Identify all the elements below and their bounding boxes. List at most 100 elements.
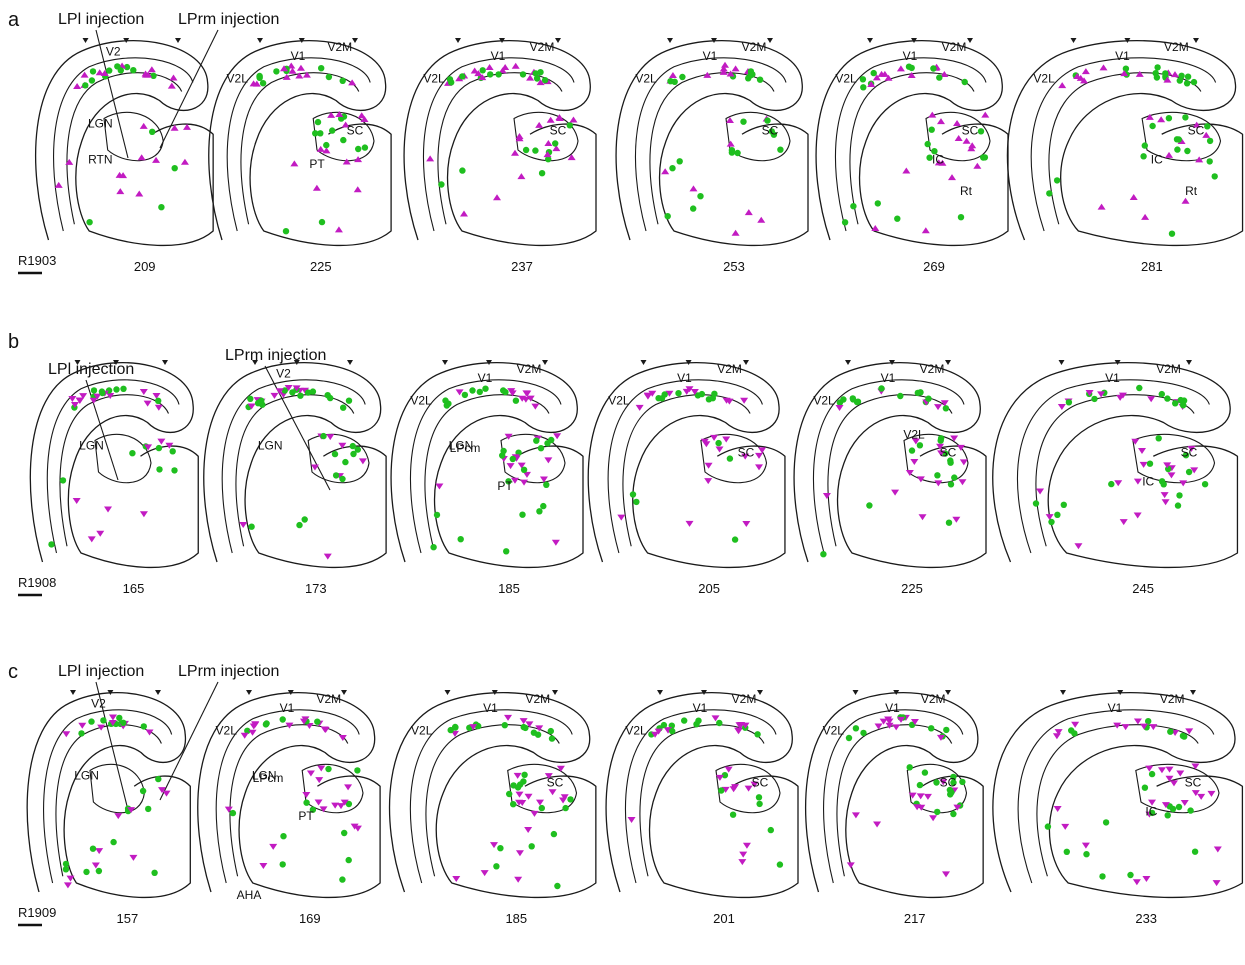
magenta-cell-marker xyxy=(1181,197,1190,204)
area-border-tick xyxy=(123,38,130,43)
green-cell-marker xyxy=(951,474,958,481)
magenta-cell-marker xyxy=(918,514,927,521)
section-number: 233 xyxy=(1135,911,1157,926)
area-border-tick xyxy=(667,38,673,43)
green-cell-marker xyxy=(446,76,454,83)
green-cell-marker xyxy=(870,69,877,77)
green-cell-marker xyxy=(1174,502,1182,509)
green-cell-marker xyxy=(324,392,331,399)
magenta-cell-marker xyxy=(543,151,552,158)
section-outline xyxy=(587,362,786,569)
magenta-cell-marker xyxy=(702,441,711,448)
green-cell-marker xyxy=(541,77,549,84)
green-cell-marker xyxy=(633,498,640,506)
area-border-tick xyxy=(1124,38,1131,43)
green-cell-marker xyxy=(469,387,476,394)
green-cell-marker xyxy=(1155,435,1162,442)
magenta-cell-marker xyxy=(515,850,524,857)
magenta-cell-marker xyxy=(470,67,479,74)
magenta-cell-marker xyxy=(536,79,545,86)
green-cell-marker xyxy=(509,455,516,463)
magenta-cell-marker xyxy=(353,186,362,193)
magenta-cell-marker xyxy=(689,185,698,192)
magenta-cell-marker xyxy=(936,118,945,125)
region-label: V2L xyxy=(1033,72,1055,86)
magenta-cell-marker xyxy=(1099,64,1108,71)
green-cell-marker xyxy=(318,65,325,72)
magenta-cell-marker xyxy=(911,438,920,445)
green-cell-marker xyxy=(339,876,346,883)
area-border-tick xyxy=(555,38,561,43)
green-cell-marker xyxy=(776,861,784,868)
magenta-cell-marker xyxy=(968,142,977,149)
green-cell-marker xyxy=(532,147,539,154)
magenta-cell-marker xyxy=(1120,70,1129,77)
area-border-tick xyxy=(1058,360,1065,365)
magenta-cell-marker xyxy=(520,479,529,486)
magenta-cell-marker xyxy=(321,726,330,733)
magenta-cell-marker xyxy=(910,459,919,466)
green-cell-marker xyxy=(562,804,569,812)
green-cell-marker xyxy=(303,799,310,806)
magenta-cell-marker xyxy=(1207,790,1216,797)
magenta-cell-marker xyxy=(1170,71,1179,78)
magenta-cell-marker xyxy=(685,520,694,527)
magenta-cell-marker xyxy=(1058,82,1067,89)
region-label: V2 xyxy=(276,367,291,381)
magenta-cell-marker xyxy=(617,514,626,521)
green-cell-marker xyxy=(62,866,70,873)
magenta-cell-marker xyxy=(846,862,855,869)
green-cell-marker xyxy=(928,126,935,133)
magenta-cell-marker xyxy=(1131,438,1140,445)
region-label: V2M xyxy=(742,40,767,54)
green-cell-marker xyxy=(323,141,330,149)
green-cell-marker xyxy=(536,508,543,515)
green-cell-marker xyxy=(629,491,637,498)
magenta-cell-marker xyxy=(145,729,154,736)
green-cell-marker xyxy=(1068,727,1075,734)
magenta-cell-marker xyxy=(1161,499,1170,506)
cortex-boundary xyxy=(812,379,965,554)
green-cell-marker xyxy=(82,82,89,89)
magenta-cell-marker xyxy=(567,154,576,161)
green-cell-marker xyxy=(452,724,459,731)
green-cell-marker xyxy=(945,519,953,526)
region-label: SC xyxy=(1188,123,1205,137)
green-cell-marker xyxy=(908,447,916,454)
area-border-tick xyxy=(444,690,451,695)
green-cell-marker xyxy=(840,396,847,403)
section-outline xyxy=(388,692,597,899)
green-cell-marker xyxy=(145,805,152,813)
magenta-cell-marker xyxy=(722,436,731,443)
magenta-cell-marker xyxy=(1180,800,1189,807)
green-cell-marker xyxy=(548,735,556,742)
magenta-cell-marker xyxy=(139,511,148,518)
green-cell-marker xyxy=(140,723,147,730)
region-label: V1 xyxy=(1105,371,1120,385)
green-cell-marker xyxy=(728,149,736,156)
green-cell-marker xyxy=(280,833,287,840)
magenta-cell-marker xyxy=(956,444,965,451)
magenta-cell-marker xyxy=(1169,780,1178,787)
magenta-cell-marker xyxy=(822,492,831,499)
green-cell-marker xyxy=(86,219,93,226)
magenta-cell-marker xyxy=(280,65,289,72)
region-label: V2L xyxy=(411,724,433,738)
magenta-cell-marker xyxy=(511,454,520,461)
nucleus-outline xyxy=(513,111,579,162)
magenta-cell-marker xyxy=(923,793,932,800)
green-cell-marker xyxy=(345,856,352,864)
nucleus-outline xyxy=(94,433,152,484)
green-cell-marker xyxy=(540,502,547,510)
green-cell-marker xyxy=(89,68,97,75)
green-cell-marker xyxy=(690,205,697,212)
nucleus-outline xyxy=(507,763,578,814)
case-id: R1909 xyxy=(18,905,56,920)
magenta-cell-marker xyxy=(334,226,343,233)
magenta-cell-marker xyxy=(292,385,301,392)
green-cell-marker xyxy=(917,389,924,396)
magenta-cell-marker xyxy=(504,714,513,721)
magenta-cell-marker xyxy=(95,69,104,76)
green-cell-marker xyxy=(767,826,774,834)
